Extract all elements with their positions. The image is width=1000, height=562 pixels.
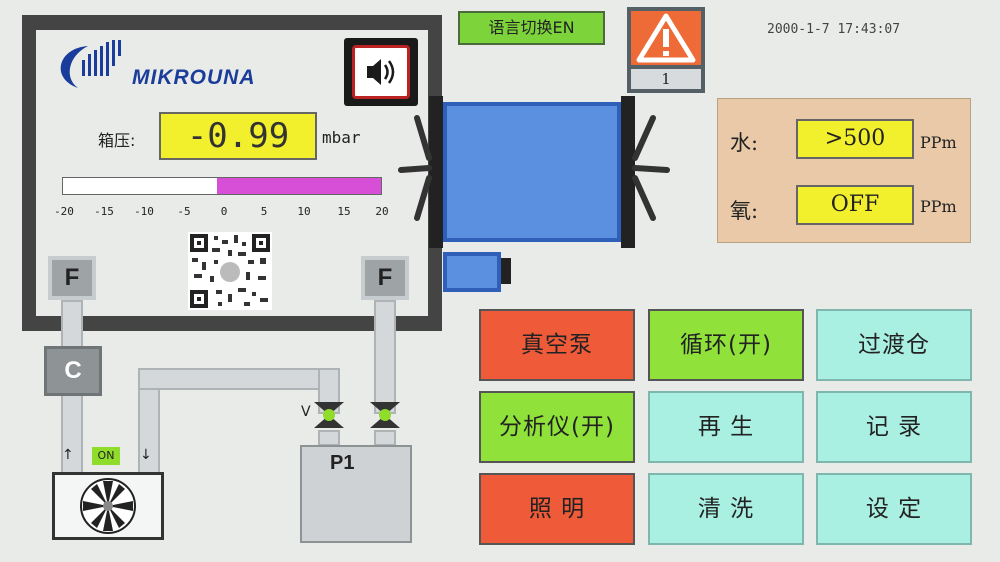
valve-label: V: [301, 404, 311, 420]
lighting-button[interactable]: 照 明: [479, 473, 635, 545]
brand-name: MIKROUNA: [132, 66, 256, 89]
valve-left-icon[interactable]: [312, 400, 346, 430]
water-unit: PPm: [920, 133, 957, 152]
mikrouna-logo: [60, 40, 121, 88]
pressure-unit: mbar: [322, 128, 361, 147]
water-label: 水:: [730, 131, 759, 155]
pressure-bar: [62, 177, 382, 195]
settings-button[interactable]: 设 定: [816, 473, 972, 545]
oxygen-unit: PPm: [920, 197, 957, 216]
pressure-value: -0.99: [159, 112, 317, 160]
pipe: [318, 430, 340, 446]
alarm-panel: [631, 11, 701, 65]
warning-icon: [636, 13, 696, 63]
filter-right: F: [361, 256, 409, 300]
pressure-label: 箱压:: [98, 131, 136, 150]
circulation-fan[interactable]: [52, 472, 164, 540]
qr-code: [188, 232, 272, 310]
alarm-indicator[interactable]: 1: [627, 7, 705, 93]
pump-p1[interactable]: [300, 445, 412, 543]
filter-left: F: [48, 256, 96, 300]
scale-tick: 5: [260, 205, 268, 218]
language-switch-button[interactable]: 语言切换EN: [458, 11, 605, 45]
records-button[interactable]: 记 录: [816, 391, 972, 463]
regeneration-button[interactable]: 再 生: [648, 391, 804, 463]
pump-p1-label: P1: [330, 452, 355, 474]
vacuum-pump-button[interactable]: 真空泵: [479, 309, 635, 381]
fan-status-badge: ON: [92, 447, 120, 465]
water-value: >500: [796, 119, 914, 159]
pipe: [138, 368, 338, 390]
component-c: C: [44, 346, 102, 396]
flow-down-arrow-icon: ↓: [140, 447, 152, 463]
scale-tick: 10: [297, 205, 311, 218]
scale-tick: -10: [134, 205, 154, 218]
valve-right-icon[interactable]: [368, 400, 402, 430]
pressure-bar-fill: [217, 178, 381, 194]
scale-tick: -5: [177, 205, 191, 218]
scale-tick: -20: [54, 205, 74, 218]
scale-tick: 0: [220, 205, 228, 218]
circulation-button[interactable]: 循环(开): [648, 309, 804, 381]
speaker-icon: [367, 59, 395, 85]
flow-up-arrow-icon: ↑: [62, 447, 74, 463]
analyzer-button[interactable]: 分析仪(开): [479, 391, 635, 463]
pipe: [374, 430, 396, 446]
alarm-count: 1: [631, 69, 701, 89]
scale-tick: 20: [375, 205, 389, 218]
antechamber-diagram: [398, 96, 670, 292]
scale-tick: 15: [337, 205, 351, 218]
oxygen-value: OFF: [796, 185, 914, 225]
sound-toggle-button[interactable]: [344, 38, 418, 106]
antechamber-button[interactable]: 过渡仓: [816, 309, 972, 381]
pipe: [374, 300, 396, 414]
fan-icon: [80, 478, 136, 534]
scale-tick: -15: [94, 205, 114, 218]
pipe: [61, 300, 83, 348]
readings-panel: 水: >500 PPm 氧: OFF PPm: [717, 98, 971, 243]
cleaning-button[interactable]: 清 洗: [648, 473, 804, 545]
datetime-display: 2000-1-7 17:43:07: [767, 22, 901, 37]
oxygen-label: 氧:: [730, 199, 759, 223]
